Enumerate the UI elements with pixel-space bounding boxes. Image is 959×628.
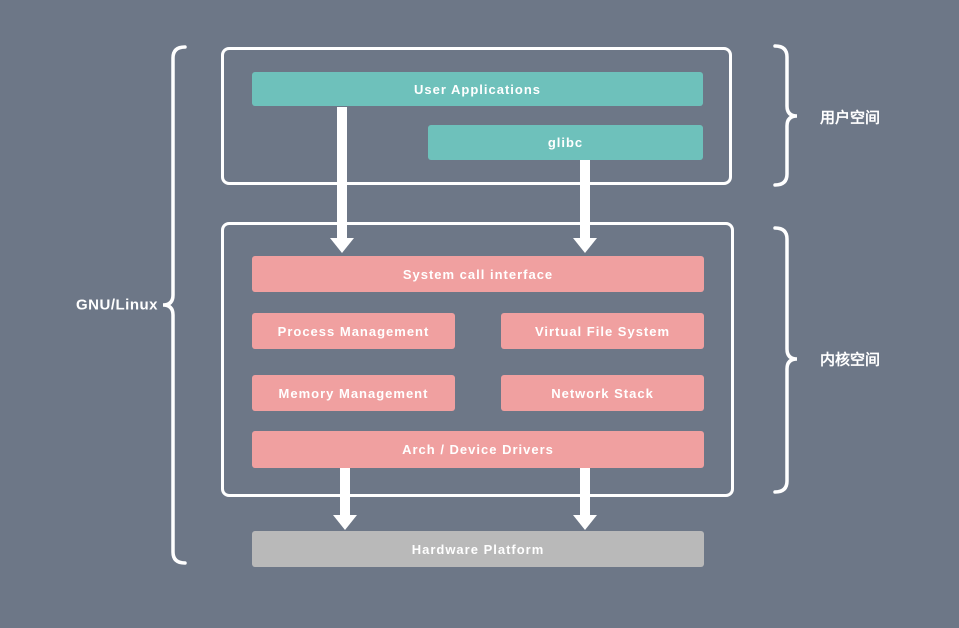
arch-device-drivers-box: Arch / Device Drivers — [252, 431, 704, 468]
glibc-box: glibc — [428, 125, 703, 160]
virtual-file-system-box: Virtual File System — [501, 313, 704, 349]
gnu-linux-brace — [162, 45, 187, 565]
kernel-space-label: 内核空间 — [820, 351, 881, 369]
process-management-box: Process Management — [252, 313, 455, 349]
kernel-space-panel — [221, 222, 734, 497]
network-stack-box: Network Stack — [501, 375, 704, 411]
user-space-panel — [221, 47, 732, 185]
hardware-platform-box: Hardware Platform — [252, 531, 704, 567]
memory-management-box: Memory Management — [252, 375, 455, 411]
kernel-space-brace — [773, 226, 798, 494]
user-space-label: 用户空间 — [820, 109, 881, 127]
user-space-brace — [773, 44, 798, 187]
gnu-linux-label: GNU/Linux — [76, 296, 158, 314]
user-applications-box: User Applications — [252, 72, 703, 106]
system-call-interface-box: System call interface — [252, 256, 704, 292]
